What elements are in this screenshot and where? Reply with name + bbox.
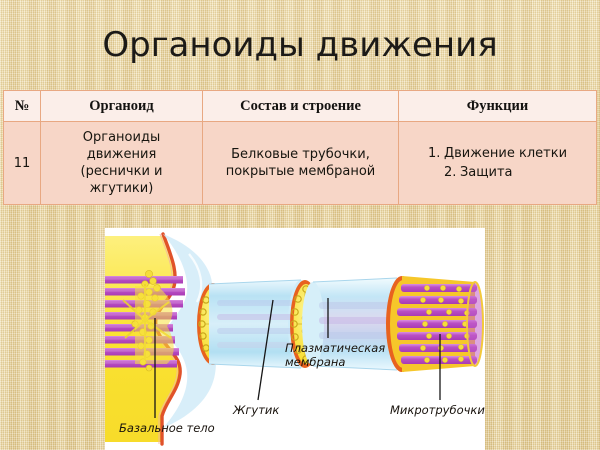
functions-list: 1.Движение клетки 2.Защита [428, 144, 567, 182]
table: № Органоид Состав и строение Функции 11 … [3, 90, 597, 205]
cross-section-distal [386, 276, 484, 372]
page-title: Органоиды движения [102, 25, 498, 65]
membrane-collar [163, 234, 216, 428]
leader-lines [154, 298, 441, 418]
column-header-organelle: Органоид [40, 90, 203, 122]
collar-highlight [188, 253, 203, 303]
organelle-line-3: (реснички и [80, 164, 163, 179]
table-header-row: № Органоид Состав и строение Функции [3, 90, 597, 122]
table-header: № Органоид Состав и строение Функции [3, 90, 597, 122]
function-item-2: 2.Защита [428, 163, 567, 182]
organelle-table: № Органоид Состав и строение Функции 11 … [3, 90, 597, 205]
structure-line-2: покрытые мембраной [225, 164, 376, 179]
label-plasma-line-2: мембрана [285, 355, 346, 369]
column-header-number: № [3, 90, 41, 122]
function-number-2: 2. [443, 165, 457, 180]
column-header-structure: Состав и строение [202, 90, 399, 122]
organelle-line-1: Органоиды [82, 130, 161, 145]
shaft-internal-microtubules [217, 300, 297, 348]
label-flagellum: Жгутик [233, 403, 280, 417]
label-basal-body: Базальное тело [119, 421, 215, 435]
column-header-functions: Функции [398, 90, 597, 122]
leader-flagellum [257, 299, 274, 401]
function-text-2: Защита [459, 165, 513, 180]
flagellum-illustration [105, 232, 484, 446]
function-item-1: 1.Движение клетки [428, 144, 567, 163]
organelle-line-4: жгутики) [89, 181, 154, 196]
table-row: 11 Органоиды движения (реснички и жгутик… [3, 121, 597, 205]
exposed-microtubules [397, 284, 477, 364]
organelle-line-2: движения [86, 147, 157, 162]
distal-shaft-internal-microtubules [319, 302, 393, 339]
cell-functions: 1.Движение клетки 2.Защита [398, 121, 597, 205]
cell-number: 11 [3, 121, 41, 205]
function-text-1: Движение клетки [443, 146, 568, 161]
function-number-1: 1. [427, 146, 441, 161]
structure-line-1: Белковые трубочки, [231, 147, 370, 162]
label-plasma-line-1: Плазматическая [285, 341, 386, 355]
label-microtubules: Микротрубочки [390, 403, 485, 417]
table-body: 11 Органоиды движения (реснички и жгутик… [3, 121, 597, 205]
cell-structure: Белковые трубочки, покрытые мембраной [202, 121, 399, 205]
cell-organelle: Органоиды движения (реснички и жгутики) [40, 121, 203, 205]
